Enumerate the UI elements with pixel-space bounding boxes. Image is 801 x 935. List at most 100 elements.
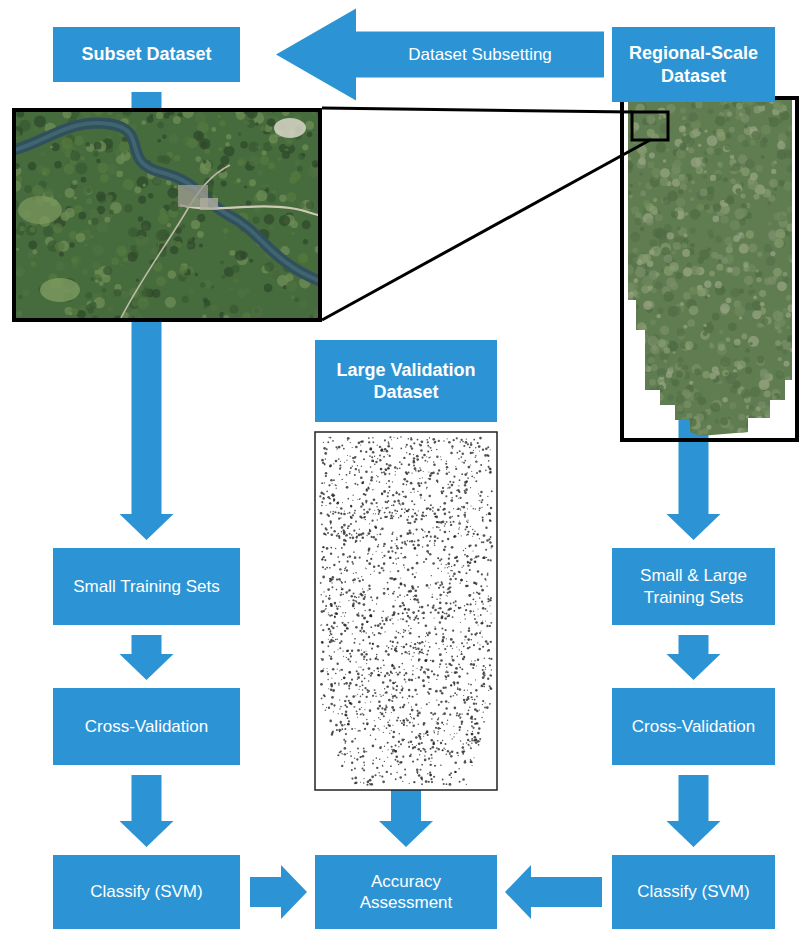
validation-point: [462, 778, 465, 781]
forest-texture: [236, 178, 240, 182]
validation-point: [359, 630, 361, 632]
validation-point: [332, 637, 334, 639]
forest-texture: [279, 215, 290, 226]
landcover-texture: [745, 348, 750, 353]
landcover-texture: [630, 331, 638, 339]
forest-texture: [279, 194, 286, 201]
validation-point: [354, 608, 355, 609]
validation-point: [462, 461, 463, 462]
validation-point: [324, 452, 327, 455]
landcover-texture: [764, 390, 771, 397]
forest-texture: [221, 275, 225, 279]
validation-point: [358, 442, 361, 445]
validation-point: [396, 510, 398, 512]
forest-texture: [124, 204, 133, 213]
forest-texture: [107, 135, 111, 139]
validation-point: [396, 631, 397, 632]
validation-point: [429, 478, 431, 480]
validation-point: [487, 572, 489, 574]
forest-texture: [136, 279, 139, 282]
validation-point: [415, 647, 417, 649]
validation-point: [482, 700, 484, 702]
validation-point: [433, 512, 436, 515]
landcover-texture: [682, 243, 688, 249]
landcover-texture: [729, 127, 735, 133]
validation-point: [349, 456, 350, 457]
forest-texture: [157, 139, 161, 143]
validation-point: [427, 461, 428, 462]
forest-texture: [240, 141, 247, 148]
validation-point: [459, 649, 460, 650]
validation-point: [471, 639, 473, 641]
validation-point: [482, 448, 484, 450]
validation-point: [382, 620, 384, 622]
validation-point: [357, 649, 360, 652]
validation-point: [381, 713, 384, 716]
validation-point: [406, 620, 408, 622]
validation-point: [465, 441, 468, 444]
landcover-texture: [651, 288, 657, 294]
landcover-texture: [718, 344, 725, 351]
landcover-texture: [649, 379, 656, 386]
landcover-texture: [713, 130, 716, 133]
validation-point: [387, 582, 389, 584]
validation-point: [477, 642, 478, 643]
validation-point: [454, 771, 456, 773]
forest-texture: [229, 305, 238, 314]
landcover-texture: [759, 379, 770, 390]
forest-texture: [120, 249, 126, 255]
forest-texture: [306, 201, 314, 209]
validation-point: [400, 553, 402, 555]
validation-point: [403, 496, 404, 497]
validation-point: [421, 783, 423, 785]
validation-point: [432, 507, 434, 509]
landcover-texture: [738, 360, 746, 368]
validation-point: [352, 599, 354, 601]
validation-point: [452, 616, 454, 618]
landcover-texture: [683, 325, 687, 329]
forest-texture: [102, 274, 111, 283]
landcover-texture: [680, 108, 686, 114]
landcover-texture: [752, 410, 762, 420]
landcover-texture: [718, 380, 722, 384]
validation-point: [414, 576, 416, 578]
validation-point: [350, 755, 352, 757]
forest-texture: [187, 138, 198, 149]
forest-texture: [83, 186, 94, 197]
validation-point: [448, 702, 449, 703]
forest-texture: [54, 161, 62, 169]
validation-point: [490, 687, 493, 690]
validation-point: [440, 742, 442, 744]
validation-point: [354, 768, 356, 770]
landcover-texture: [669, 262, 679, 272]
validation-point: [482, 520, 484, 522]
forest-texture: [244, 185, 247, 188]
validation-point: [466, 502, 468, 504]
landcover-texture: [630, 231, 640, 241]
validation-point: [431, 739, 434, 742]
landcover-texture: [726, 117, 730, 121]
landcover-texture: [651, 364, 658, 371]
validation-point: [455, 578, 457, 580]
validation-point: [391, 512, 393, 514]
validation-point: [447, 438, 448, 439]
validation-point: [481, 601, 483, 603]
validation-point: [333, 622, 336, 625]
validation-point: [381, 448, 382, 449]
forest-texture: [76, 163, 88, 175]
validation-point: [414, 598, 417, 601]
landcover-texture: [758, 307, 761, 310]
forest-texture: [256, 190, 267, 201]
landcover-texture: [656, 142, 666, 152]
validation-point: [377, 707, 380, 710]
validation-point: [388, 468, 390, 470]
landcover-texture: [718, 259, 722, 263]
clearing: [274, 118, 306, 138]
validation-point: [452, 630, 454, 632]
validation-point: [325, 472, 328, 475]
zoom-line: [322, 140, 650, 320]
landcover-texture: [637, 259, 643, 265]
forest-texture: [88, 308, 94, 314]
landcover-texture: [663, 347, 670, 354]
validation-point: [446, 521, 448, 523]
